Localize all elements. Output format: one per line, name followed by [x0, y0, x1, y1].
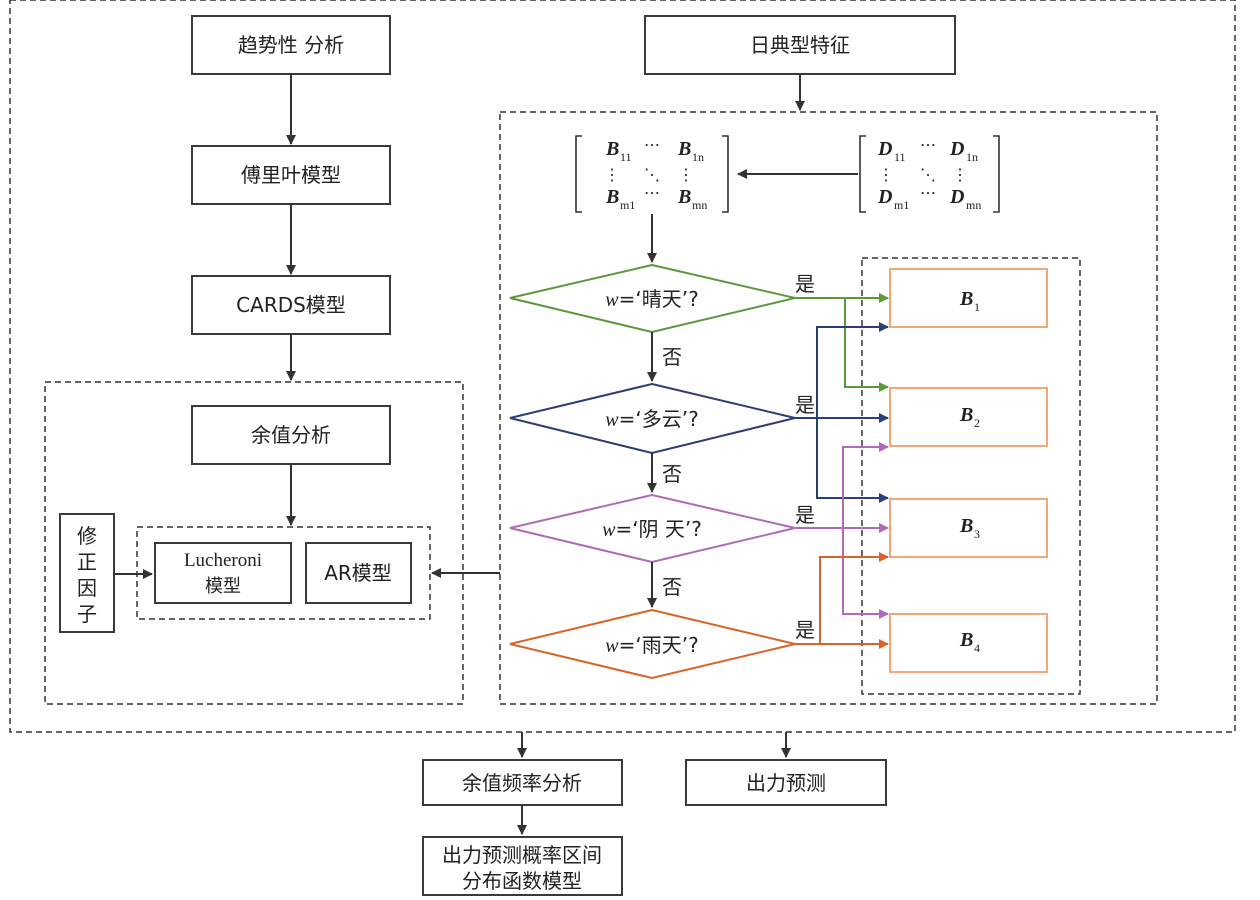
matrix-b-tl-sub: 11 — [620, 150, 632, 164]
decision-sunny-var: w — [605, 289, 619, 311]
correction-char-1: 修 — [77, 524, 97, 548]
yes-label-1: 是 — [795, 272, 815, 296]
cloudy-connectors — [795, 322, 889, 503]
matrix-d-hdots-bottom: ⋯ — [920, 185, 936, 202]
matrix-b-hdots-bottom: ⋯ — [644, 185, 660, 202]
matrix-b-hdots-top: ⋯ — [644, 137, 660, 154]
cards-model-label: CARDS模型 — [236, 293, 346, 317]
matrix-b-vdots-left: ⋮ — [604, 167, 620, 184]
no-label-3: 否 — [662, 575, 682, 599]
cards-model-box: CARDS模型 — [191, 275, 391, 335]
outer-dashed-region — [9, 0, 1236, 733]
matrix-b-tr: B — [677, 138, 691, 160]
output-forecast-label: 出力预测 — [746, 771, 826, 795]
class-b1-name: B — [959, 288, 973, 310]
decision-rainy-var: w — [605, 635, 619, 657]
decision-overcast: w=‘阴 天’? — [509, 493, 796, 564]
fourier-model-box: 傅里叶模型 — [191, 145, 391, 205]
matrix-b-br-sub: mn — [692, 198, 707, 212]
matrix-b-bl: B — [605, 186, 619, 208]
decision-cloudy: w=‘多云’? — [509, 382, 796, 455]
class-b3-sub: 3 — [974, 527, 980, 541]
class-box-b1: B 1 — [889, 268, 1048, 328]
trend-analysis-box: 趋势性 分析 — [191, 15, 391, 75]
probability-model-box: 出力预测概率区间 分布函数模型 — [422, 836, 623, 896]
decision-sunny-text: =‘晴天’? — [619, 287, 699, 311]
matrix-d-br-sub: mn — [966, 198, 981, 212]
matrix-d-ddots: ⋱ — [920, 167, 936, 184]
correction-char-4: 子 — [77, 602, 97, 626]
correction-factor-box: 修 正 因 子 — [59, 513, 115, 633]
decision-rainy: w=‘雨天’? — [509, 608, 796, 680]
yes-label-3: 是 — [795, 503, 815, 527]
yes-label-2: 是 — [795, 393, 815, 417]
svg-text:w=‘雨天’?: w=‘雨天’? — [605, 633, 698, 657]
correction-char-2: 正 — [77, 550, 97, 574]
class-b3-name: B — [959, 515, 973, 537]
class-box-b2: B 2 — [889, 387, 1048, 447]
fourier-model-label: 傅里叶模型 — [241, 163, 341, 187]
lucheroni-label-line2: 模型 — [205, 576, 241, 597]
svg-text:w=‘晴天’?: w=‘晴天’? — [605, 287, 698, 311]
class-b4-sub: 4 — [974, 641, 980, 655]
ar-model-box: AR模型 — [305, 542, 412, 604]
matrix-d-tl-sub: 11 — [894, 150, 906, 164]
matrix-b-br: B — [677, 186, 691, 208]
matrix-b-vdots-right: ⋮ — [678, 167, 694, 184]
matrix-b-ddots: ⋱ — [644, 167, 660, 184]
matrix-b: B 11 ⋯ B 1n ⋮ ⋱ ⋮ B m1 ⋯ B mn — [575, 135, 729, 213]
matrix-b-bl-sub: m1 — [620, 198, 635, 212]
decision-cloudy-var: w — [605, 409, 619, 431]
matrix-d-bl-sub: m1 — [894, 198, 909, 212]
svg-text:w=‘多云’?: w=‘多云’? — [605, 407, 698, 431]
class-box-b3: B 3 — [889, 498, 1048, 558]
matrix-d-bl: D — [877, 186, 892, 208]
no-label-2: 否 — [662, 462, 682, 486]
sunny-connectors — [795, 293, 889, 392]
overcast-connectors — [795, 442, 889, 619]
matrix-d-br: D — [949, 186, 964, 208]
decision-overcast-text: =‘阴 天’? — [615, 517, 701, 541]
matrix-d-vdots-right: ⋮ — [952, 167, 968, 184]
ar-model-label: AR模型 — [324, 561, 392, 585]
class-box-b4: B 4 — [889, 613, 1048, 673]
yes-label-4: 是 — [795, 618, 815, 642]
matrix-d: D 11 ⋯ D 1n ⋮ ⋱ ⋮ D m1 ⋯ D mn — [859, 135, 1000, 213]
no-label-1: 否 — [662, 345, 682, 369]
class-dashed-region — [861, 257, 1081, 695]
matrix-d-vdots-left: ⋮ — [878, 167, 894, 184]
daily-feature-label: 日典型特征 — [750, 33, 850, 57]
decision-cloudy-text: =‘多云’? — [619, 407, 699, 431]
residual-frequency-box: 余值频率分析 — [422, 759, 623, 806]
matrix-b-tr-sub: 1n — [692, 150, 704, 164]
matrix-d-hdots-top: ⋯ — [920, 137, 936, 154]
residual-analysis-box: 余值分析 — [191, 405, 391, 465]
trend-analysis-label: 趋势性 分析 — [238, 33, 344, 57]
matrix-d-tl: D — [877, 138, 892, 160]
class-b2-sub: 2 — [974, 416, 980, 430]
class-b2-name: B — [959, 404, 973, 426]
decision-sunny: w=‘晴天’? — [509, 263, 796, 334]
decision-rainy-text: =‘雨天’? — [619, 633, 699, 657]
output-forecast-box: 出力预测 — [685, 759, 887, 806]
daily-dashed-region — [499, 111, 1158, 705]
probability-model-line2: 分布函数模型 — [462, 869, 582, 893]
residual-frequency-label: 余值频率分析 — [462, 771, 582, 795]
decision-overcast-var: w — [602, 519, 616, 541]
matrix-b-tl: B — [605, 138, 619, 160]
correction-char-3: 因 — [77, 576, 97, 600]
rainy-connectors — [795, 552, 889, 649]
residual-analysis-label: 余值分析 — [251, 423, 331, 447]
matrix-d-tr-sub: 1n — [966, 150, 978, 164]
class-b1-sub: 1 — [974, 300, 980, 314]
probability-model-line1: 出力预测概率区间 — [442, 843, 602, 867]
lucheroni-label-line1: Lucheroni — [184, 550, 262, 571]
class-b4-name: B — [959, 629, 973, 651]
matrix-d-tr: D — [949, 138, 964, 160]
svg-text:w=‘阴 天’?: w=‘阴 天’? — [602, 517, 702, 541]
daily-feature-box: 日典型特征 — [644, 15, 956, 75]
lucheroni-model-box: Lucheroni 模型 — [154, 542, 292, 604]
